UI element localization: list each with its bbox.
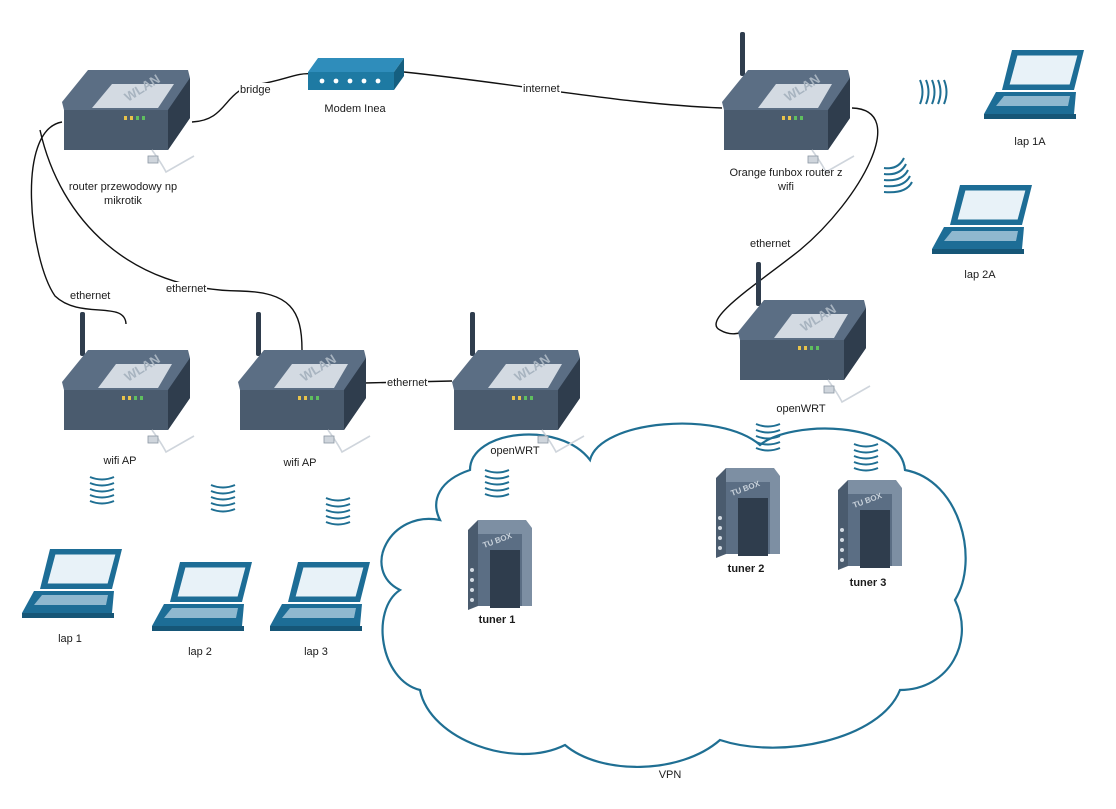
laptop-2a-label: lap 2A [964,269,996,281]
link-router-ap1-label: ethernet [69,289,112,303]
wifi-signal-icon [89,476,115,505]
laptop-2-icon [151,561,253,632]
wifi-signal-icon [919,79,948,105]
modem-label: Modem Inea [324,103,386,115]
wifi-signal-icon [325,497,351,526]
link-bridge [191,72,313,123]
wifi-signal-icon [484,469,510,498]
laptop-1a-label: lap 1A [1014,136,1046,148]
modem-icon [308,58,404,90]
openwrt-left-label: openWRT [490,445,540,457]
wifi-signal-icon [210,484,236,513]
laptop-3-icon [269,561,371,632]
link-internet [403,71,723,109]
link-orange-openwrt-label: ethernet [749,237,792,251]
tuner-3-icon [838,480,902,570]
wifi-signal-icon [755,423,781,452]
wifi-ap-2-label: wifi AP [283,457,317,469]
vpn-cloud [380,422,967,768]
link-ap2-openwrt-label: ethernet [386,376,429,390]
wifi-signal-icon [883,157,913,194]
orange-router-label: Orange funbox router z wifi [729,167,843,193]
wifi-signal-icon [853,443,879,472]
laptop-3-label: lap 3 [304,646,328,658]
link-orange-openwrt [715,107,879,335]
link-router-ap2-label: ethernet [165,282,208,296]
laptop-2a-icon [931,184,1033,255]
tuner-2-icon [716,468,780,558]
link-router-ap2 [39,129,303,351]
vpn-label: VPN [658,769,682,781]
laptop-2-label: lap 2 [188,646,212,658]
link-router-ap1 [30,121,127,325]
router-main-label: router przewodowy np mikrotik [68,181,178,207]
tuner-1-icon [468,520,532,610]
tuner-2-label: tuner 2 [727,563,765,575]
laptop-1-label: lap 1 [58,633,82,645]
router-main-icon [61,69,195,173]
openwrt-right-label: openWRT [776,403,826,415]
link-internet-label: internet [522,82,561,96]
wifi-ap-1-label: wifi AP [103,455,137,467]
laptop-1-icon [21,548,123,619]
tuner-3-label: tuner 3 [849,577,887,589]
link-bridge-label: bridge [239,83,272,97]
tuner-1-label: tuner 1 [478,614,516,626]
laptop-1a-icon [983,49,1085,120]
